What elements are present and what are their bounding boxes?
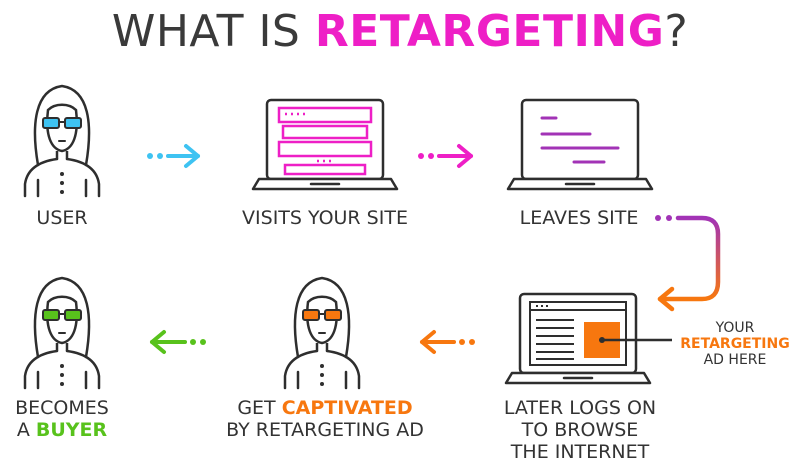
ad-note-highlight: RETARGETING (680, 336, 790, 352)
arrow-right-icon-magenta (418, 144, 473, 168)
later-line-2: TO BROWSE (521, 419, 639, 441)
later-line-3: THE INTERNET (510, 441, 650, 463)
captivated-person-icon (283, 276, 361, 390)
title-suffix: ? (664, 6, 689, 57)
step-label-captivated: GET CAPTIVATED BY RETARGETING AD (205, 397, 445, 441)
captivated-pre: GET (237, 397, 282, 419)
step-label-visits: VISITS YOUR SITE (242, 207, 408, 229)
step-label-leaves: LEAVES SITE (519, 207, 639, 229)
step-label-later: LATER LOGS ON TO BROWSE THE INTERNET (495, 397, 665, 463)
buyer-highlight: BUYER (35, 419, 108, 441)
laptop-visits-icon (251, 98, 399, 191)
laptop-leaves-icon (506, 98, 654, 191)
buyer-pre: A (16, 419, 36, 441)
captivated-line-1: GET CAPTIVATED (205, 397, 445, 419)
cyan-glasses-icon (42, 117, 82, 129)
user-person-icon (23, 84, 101, 198)
arrow-left-icon-orange (420, 330, 475, 354)
buyer-line-1: BECOMES (15, 397, 109, 419)
orange-glasses-icon (302, 309, 342, 321)
later-line-1: LATER LOGS ON (503, 397, 657, 419)
step-label-buyer: BECOMES A BUYER (12, 397, 112, 441)
ad-note: YOUR RETARGETING AD HERE (674, 320, 796, 368)
captivated-line-2: BY RETARGETING AD (226, 419, 424, 441)
arrow-left-icon-green (150, 330, 206, 354)
arrow-curve-icon (655, 215, 721, 312)
laptop-browse-icon (504, 292, 652, 385)
title-prefix: WHAT IS (111, 6, 315, 57)
buyer-person-icon (23, 276, 101, 390)
arrow-right-icon-cyan (147, 144, 200, 168)
ad-note-line-3: AD HERE (703, 352, 767, 368)
title-highlight: RETARGETING (314, 6, 665, 57)
ad-note-line-1: YOUR (715, 320, 755, 336)
buyer-line-2: A BUYER (12, 419, 112, 441)
page-title: WHAT IS RETARGETING? (0, 6, 800, 58)
step-label-user: USER (36, 207, 88, 229)
captivated-highlight: CAPTIVATED (281, 397, 413, 419)
green-glasses-icon (42, 309, 82, 321)
